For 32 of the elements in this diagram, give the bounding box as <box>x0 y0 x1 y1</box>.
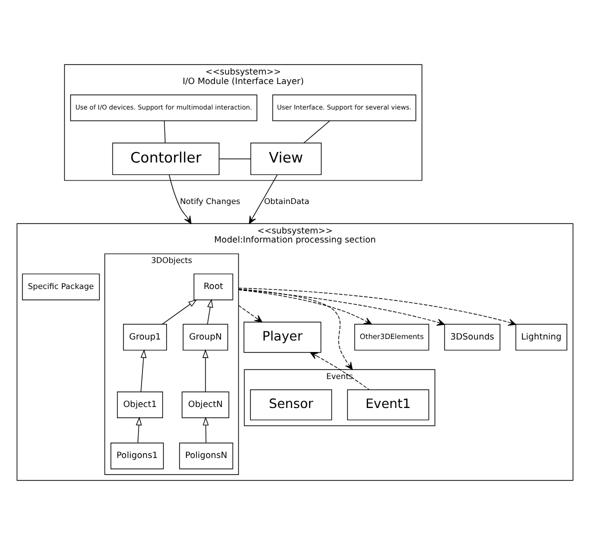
arrow <box>136 416 142 444</box>
arrow <box>140 349 147 392</box>
node-box: View <box>250 142 322 176</box>
arrow <box>310 352 370 390</box>
node-box: Group1 <box>123 324 167 351</box>
arrow <box>202 416 209 444</box>
node-box: Contorller <box>112 142 220 176</box>
connector <box>303 120 330 144</box>
arrow <box>248 174 278 224</box>
node-box: ObjectN <box>182 392 230 418</box>
node-box: 3DSounds <box>444 324 500 351</box>
arrow <box>162 299 197 325</box>
node-box: Poligons1 <box>110 442 164 470</box>
node-box: Other3DElements <box>354 324 430 351</box>
arrow <box>238 289 445 326</box>
node-box: Sensor <box>250 389 332 420</box>
arrow <box>238 288 353 370</box>
arrow <box>238 289 372 325</box>
node-box: PoligonsN <box>179 442 234 470</box>
node-box: Lightning <box>515 324 568 351</box>
arrow <box>202 349 208 392</box>
node-box: Root <box>194 274 234 300</box>
arrow <box>207 298 214 324</box>
arrow <box>238 305 262 322</box>
connector <box>218 158 252 160</box>
node-box: GroupN <box>182 324 228 351</box>
arrow <box>238 288 516 326</box>
arrow <box>168 174 192 224</box>
node-box: Event1 <box>347 389 430 420</box>
node-box: Object1 <box>116 392 164 418</box>
connector <box>164 120 166 144</box>
node-box: Player <box>244 322 322 353</box>
